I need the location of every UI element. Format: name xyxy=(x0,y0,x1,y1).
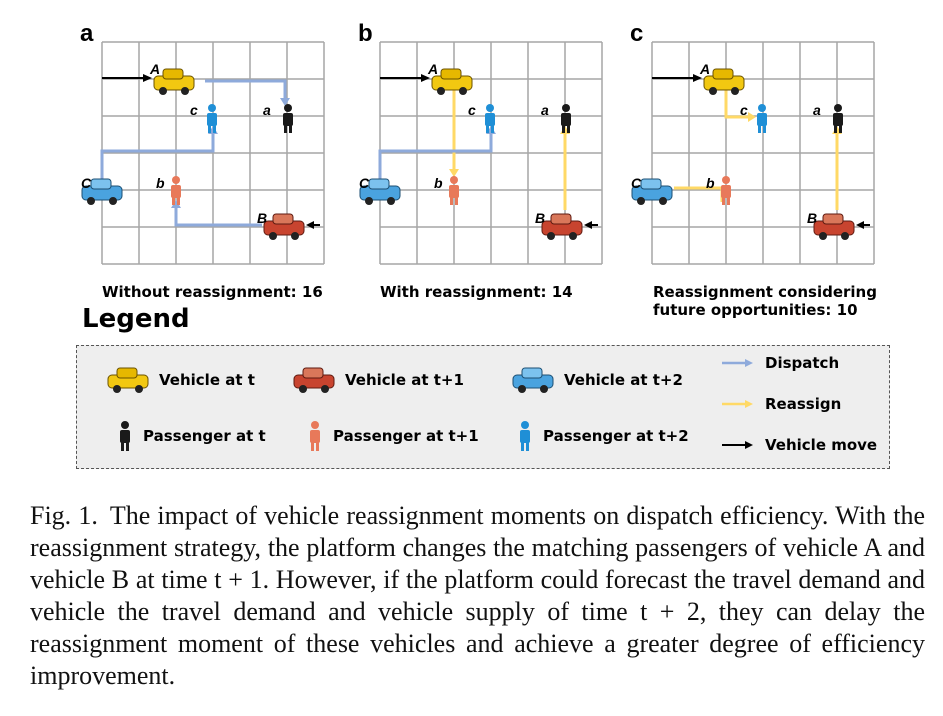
vehicle-B-icon xyxy=(541,213,583,240)
passenger-b-icon xyxy=(721,176,731,205)
dispatch-arrowhead xyxy=(171,200,181,208)
legend-dispatch: Dispatch xyxy=(721,354,839,372)
legend-vehicle-t2: Vehicle at t+2 xyxy=(512,366,683,394)
legend-label: Passenger at t xyxy=(143,427,266,445)
label-C: C xyxy=(359,175,370,191)
reassign-route-A-c xyxy=(724,87,750,119)
passenger-c-icon xyxy=(207,104,217,133)
dispatch-arrowhead xyxy=(280,98,290,106)
legend-vehicle-move: Vehicle move xyxy=(721,436,877,454)
panel-a: a xyxy=(80,20,350,340)
panel-caption: With reassignment: 14 xyxy=(380,283,573,301)
panel-b: b xyxy=(358,20,628,340)
label-c: c xyxy=(740,102,748,118)
label-B: B xyxy=(257,210,267,226)
vehicle-A-icon xyxy=(703,68,745,95)
legend-title: Legend xyxy=(82,304,190,334)
dispatch-route-C-c xyxy=(378,132,493,188)
legend-reassign: Reassign xyxy=(721,395,841,413)
vehicle-t1-icon xyxy=(293,367,335,393)
vehicle-move-arrowhead xyxy=(856,221,864,229)
legend-label: Vehicle move xyxy=(765,436,878,454)
dispatch-route-B-b xyxy=(174,206,262,227)
label-a: a xyxy=(813,102,821,118)
vehicle-B-icon xyxy=(263,213,305,240)
label-a: a xyxy=(263,102,271,118)
reassign-arrowhead xyxy=(748,112,756,122)
vehicle-move-arrow-icon xyxy=(722,441,753,449)
vehicle-move-arrowhead xyxy=(306,221,314,229)
legend-passenger-t1: Passenger at t+1 xyxy=(307,420,479,452)
passenger-c-icon xyxy=(757,104,767,133)
legend-box: Vehicle at t Vehicle at t+1 Vehicle at t… xyxy=(76,345,890,469)
dispatch-arrow-icon xyxy=(722,359,753,367)
legend-label: Reassign xyxy=(765,395,842,413)
vehicle-C-icon xyxy=(359,178,401,205)
legend-label: Dispatch xyxy=(765,354,840,372)
grid-diagram-c: A c a C b B xyxy=(631,41,875,265)
vehicle-C-icon xyxy=(81,178,123,205)
vehicle-move-arrowhead xyxy=(584,221,592,229)
legend-passenger-t: Passenger at t xyxy=(117,420,266,452)
label-a: a xyxy=(541,102,549,118)
label-b: b xyxy=(706,175,715,191)
legend-label: Vehicle at t+2 xyxy=(564,371,683,389)
passenger-t2-icon xyxy=(520,421,530,451)
reassign-arrow-icon xyxy=(722,400,753,408)
label-c: c xyxy=(468,102,476,118)
grid-diagram-b: A c a C b B xyxy=(359,41,603,265)
legend-label: Vehicle at t+1 xyxy=(345,371,464,389)
legend-vehicle-t1: Vehicle at t+1 xyxy=(293,366,464,394)
passenger-c-icon xyxy=(485,104,495,133)
passenger-t1-icon xyxy=(310,421,320,451)
legend-vehicle-t: Vehicle at t xyxy=(107,366,255,394)
figure-caption-prefix: Fig. 1. xyxy=(30,501,98,530)
legend-label: Passenger at t+2 xyxy=(543,427,689,445)
label-C: C xyxy=(631,175,642,191)
vehicle-B-icon xyxy=(813,213,855,240)
figure-caption-text: The impact of vehicle reassignment momen… xyxy=(30,501,925,690)
label-B: B xyxy=(807,210,817,226)
label-B: B xyxy=(535,210,545,226)
panel-letter: c xyxy=(630,20,644,47)
vehicle-move-arrowhead xyxy=(143,74,152,82)
label-A: A xyxy=(427,61,438,77)
label-b: b xyxy=(156,175,165,191)
legend-passenger-t2: Passenger at t+2 xyxy=(517,420,689,452)
vehicle-C-icon xyxy=(631,178,673,205)
legend-label: Passenger at t+1 xyxy=(333,427,479,445)
figure-caption: Fig. 1.The impact of vehicle reassignmen… xyxy=(30,500,925,692)
passenger-b-icon xyxy=(449,176,459,205)
panel-letter: a xyxy=(80,20,94,47)
label-A: A xyxy=(149,61,160,77)
panel-letter: b xyxy=(358,20,373,47)
legend-label: Vehicle at t xyxy=(159,371,255,389)
vehicle-move-arrowhead xyxy=(421,74,430,82)
dispatch-route-A-a xyxy=(205,79,287,100)
label-b: b xyxy=(434,175,443,191)
label-c: c xyxy=(190,102,198,118)
vehicle-A-icon xyxy=(431,68,473,95)
vehicle-t2-icon xyxy=(512,367,554,393)
vehicle-A-icon xyxy=(153,68,195,95)
passenger-a-icon xyxy=(833,104,843,133)
passenger-a-icon xyxy=(561,104,571,133)
grid-diagram-a: A c a C b B xyxy=(81,41,325,265)
vehicle-move-arrowhead xyxy=(693,74,702,82)
label-C: C xyxy=(81,175,92,191)
passenger-t-icon xyxy=(120,421,130,451)
label-A: A xyxy=(699,61,710,77)
panel-caption: Without reassignment: 16 xyxy=(102,283,323,301)
reassign-arrowhead xyxy=(449,169,459,177)
passenger-b-icon xyxy=(171,176,181,205)
passenger-a-icon xyxy=(283,104,293,133)
panel-c: c xyxy=(630,20,900,340)
vehicle-t-icon xyxy=(107,367,149,393)
panel-caption: Reassignment considering future opportun… xyxy=(653,283,877,319)
dispatch-route-C-c xyxy=(100,132,215,188)
